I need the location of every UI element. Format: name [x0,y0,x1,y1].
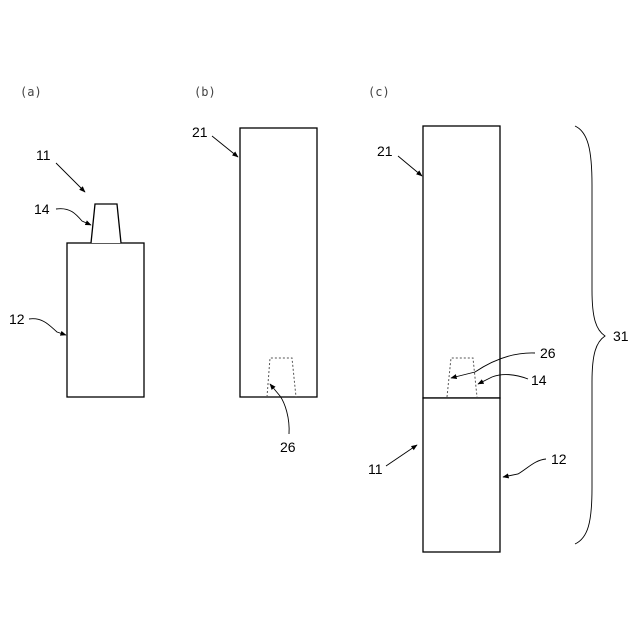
ref-label-11-a: 11 [36,147,51,163]
panel-a: (a) 11 14 12 [9,85,144,397]
ref-label-26-b: 26 [280,439,296,455]
ref-label-11-c: 11 [368,461,383,477]
ref-label-12-a: 12 [9,311,25,327]
panel-b: (b) 21 26 [192,85,317,455]
ref-label-31: 31 [613,328,629,344]
leader-12-a [29,319,66,335]
leader-21-c [398,156,422,176]
ref-label-21-b: 21 [192,124,208,140]
panel-a-label: (a) [20,85,42,99]
leader-11-c [386,445,417,466]
leader-21-b [212,136,238,157]
ref-label-14-c: 14 [531,372,547,388]
nozzle-14 [91,204,121,243]
panel-b-label: (b) [194,85,216,99]
ref-label-12-c: 12 [551,451,567,467]
container-body-12 [67,243,144,397]
ref-label-26-c: 26 [540,345,556,361]
ref-label-14-a: 14 [34,201,50,217]
tube-21 [240,128,317,397]
panel-c-label: (c) [368,85,390,99]
leader-14-a [56,209,91,225]
leader-12-c [503,459,546,477]
assembly-brace-31 [575,126,605,544]
leader-11-a [56,163,85,192]
ref-label-21-c: 21 [377,143,393,159]
container-body-12-assembled [423,398,500,552]
panel-c: (c) 21 26 14 11 12 31 [368,85,629,552]
tube-21-assembled [423,126,500,398]
